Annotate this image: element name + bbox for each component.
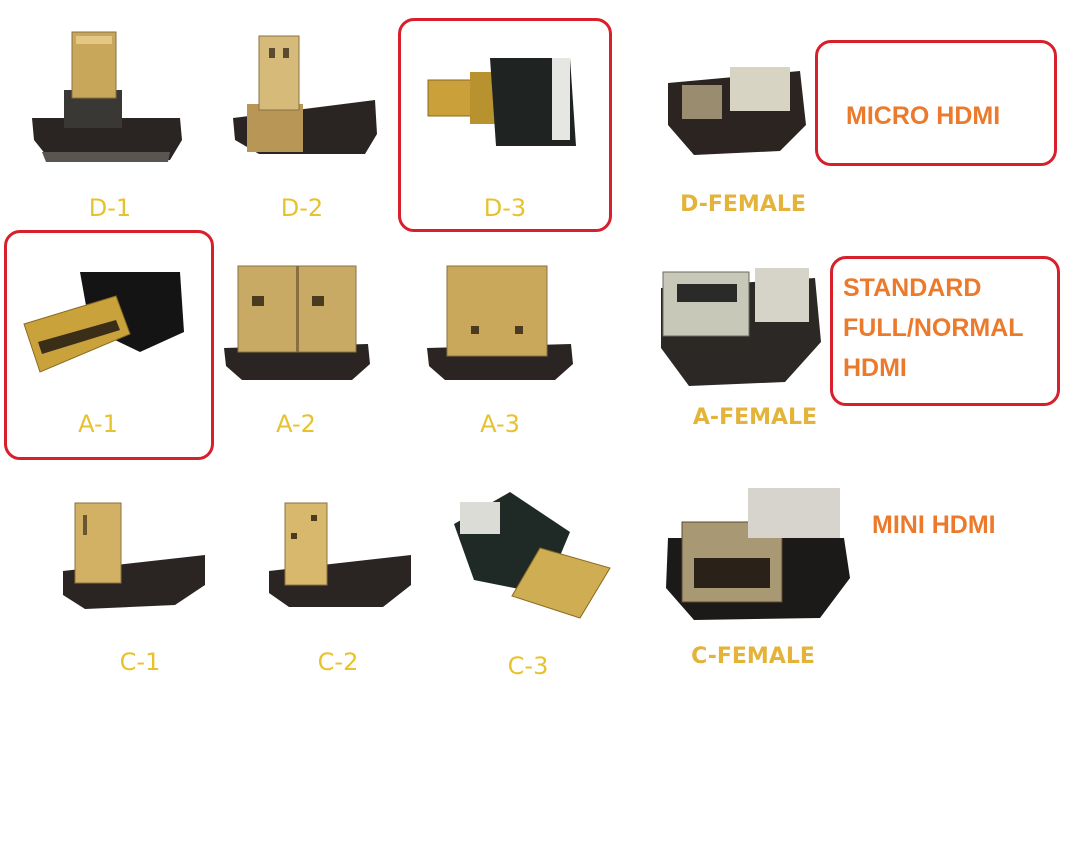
label-a-female: A-FEMALE [692,405,818,430]
connector-c-female [660,478,860,623]
connector-d-female [660,55,810,165]
label-c-female: C-FEMALE [691,644,815,669]
connector-c3 [450,488,630,619]
connector-a2 [222,262,372,387]
label-c3: C-3 [507,652,549,680]
connector-c-female-image [666,488,850,620]
highlight-box-a1 [4,230,214,460]
connector-a1 [20,268,200,388]
label-c1: C-1 [119,648,161,676]
connector-c3-image [454,492,611,619]
connector-a1-image [23,272,184,373]
label-d-female: D-FEMALE [680,192,806,217]
connector-a-female-image [661,268,821,386]
label-d3: D-3 [483,194,527,222]
connector-c1-image [63,502,205,609]
connector-a3 [425,262,575,387]
category-standard-hdmi-line3: HDMI [843,354,907,382]
highlight-box-d3 [398,18,612,232]
connector-d1-image [32,31,182,162]
label-a2: A-2 [276,410,316,438]
category-mini-hdmi: MINI HDMI [872,511,996,539]
connector-d-female-image [668,67,806,155]
connector-d2-image [233,35,377,154]
connector-d3-image [427,58,576,146]
category-standard-hdmi-line2: FULL/NORMAL [843,314,1024,342]
label-c2: C-2 [317,648,359,676]
connector-c2-image [269,502,411,607]
connector-d1 [20,20,200,200]
connector-d3 [420,50,590,170]
connector-a2-image [224,265,370,380]
connector-a-female [655,262,825,392]
connector-d2 [225,30,385,200]
label-a3: A-3 [480,410,520,438]
connector-c1 [55,485,215,615]
connector-a3-image [427,265,573,380]
label-a1: A-1 [78,410,118,438]
label-d2: D-2 [280,194,324,222]
label-d1: D-1 [88,194,132,222]
highlight-box-micro-hdmi [815,40,1057,166]
category-micro-hdmi: MICRO HDMI [846,102,1001,130]
connector-c2 [265,485,425,615]
highlight-box-standard-hdmi [830,256,1060,406]
category-standard-hdmi-line1: STANDARD [843,274,982,302]
